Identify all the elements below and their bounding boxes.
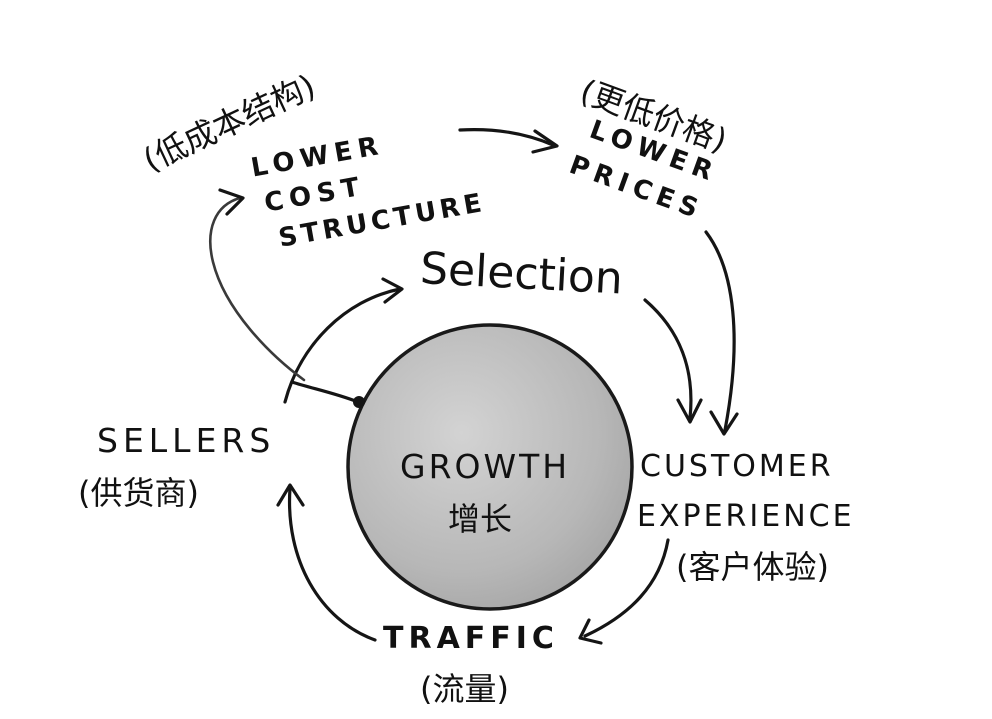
arrowhead-cost <box>218 188 245 216</box>
sellers-label: SELLERS <box>97 421 275 460</box>
arrowhead-traffic <box>578 618 603 645</box>
arrowhead-sellers <box>276 483 305 507</box>
arrowhead-customer-1 <box>676 398 703 424</box>
selection-label: Selection <box>419 243 624 305</box>
growth-connector-line <box>290 380 360 404</box>
lower-cost-line1: LOWER <box>249 131 386 184</box>
arrow-cost-to-prices <box>458 128 555 147</box>
customer-experience-line1: CUSTOMER <box>640 449 834 484</box>
growth-connector-dot <box>353 396 365 408</box>
arrow-selection-to-customer <box>643 298 693 420</box>
arrow-traffic-to-sellers <box>287 486 377 642</box>
growth-circle <box>346 323 634 611</box>
traffic-translation: (流量) <box>420 670 509 708</box>
arrowhead-customer-2 <box>709 410 739 436</box>
arrow-customer-to-traffic <box>583 538 670 638</box>
arrow-prices-to-customer <box>704 230 736 432</box>
customer-experience-translation: (客户体验) <box>676 548 829 586</box>
traffic-label: TRAFFIC <box>383 621 559 656</box>
growth-translation: 增长 <box>448 500 512 538</box>
customer-experience-line2: EXPERIENCE <box>637 499 855 534</box>
arrowhead-prices <box>531 129 559 154</box>
sellers-translation: (供货商) <box>78 474 199 512</box>
growth-label: GROWTH <box>400 447 570 486</box>
arrowhead-selection <box>381 277 404 304</box>
lower-cost-structure-label: LOWER COST STRUCTURE <box>249 131 488 254</box>
arrow-growth-to-cost <box>209 196 306 382</box>
